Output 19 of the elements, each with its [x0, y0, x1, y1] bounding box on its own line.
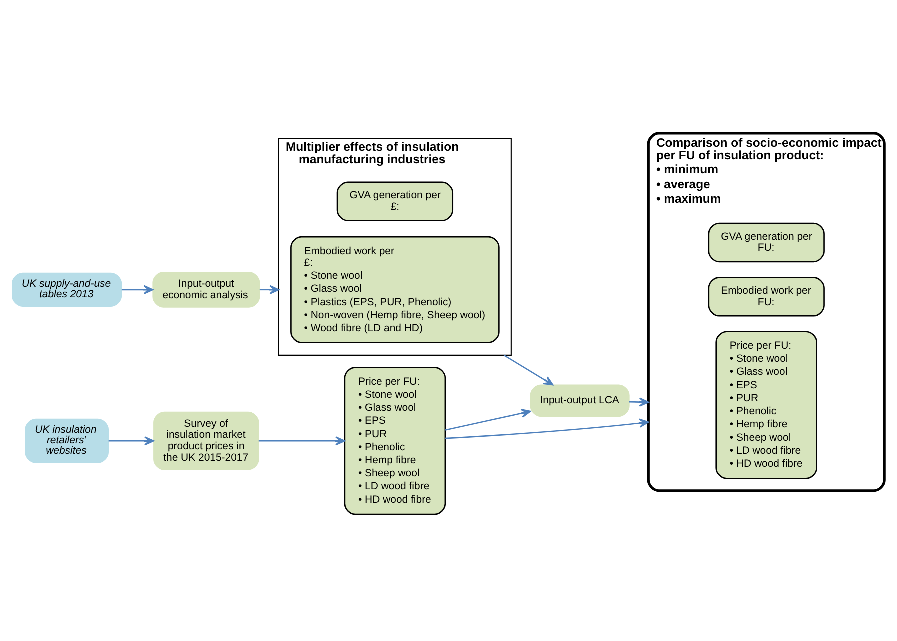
node-box: Survey of insulation market product prices in the UK 2015-2017 — [154, 412, 260, 470]
node-box: Input-output economic analysis — [152, 272, 260, 308]
node-box: Price per FU: • Stone wool • Glass wool • EPS • PUR • Phenolic • Hemp fibre • Sheep wool • LD wood fibre • HD wood fibre — [344, 367, 446, 516]
node-box: UK insulation retailers’ websites — [25, 418, 109, 464]
arrow — [122, 285, 154, 294]
node-box: GVA generation per FU: — [708, 222, 825, 263]
arrow — [108, 436, 154, 446]
node-box: UK supply-and-use tables 2013 — [12, 272, 122, 307]
node-box: Embodied work per £: • Stone wool • Glass wool • Plastics (EPS, PUR, Phenolic) • Non-woven (Hemp fibre, Sheep wool) • Wood fibre (LD and HD) — [290, 236, 500, 344]
node-box: Embodied work per FU: — [708, 277, 825, 317]
arrow — [260, 285, 280, 294]
arrow — [504, 354, 554, 386]
node-box: Input-output LCA — [530, 384, 630, 418]
node-box: GVA generation per £: — [336, 182, 454, 222]
arrow — [629, 398, 650, 407]
arrow — [446, 418, 650, 440]
node-box: Price per FU: • Stone wool • Glass wool • EPS • PUR • Phenolic • Hemp fibre • Sheep wool • LD wood fibre • HD wood fibre — [716, 331, 818, 480]
arrow — [258, 436, 346, 446]
arrow — [445, 408, 532, 431]
